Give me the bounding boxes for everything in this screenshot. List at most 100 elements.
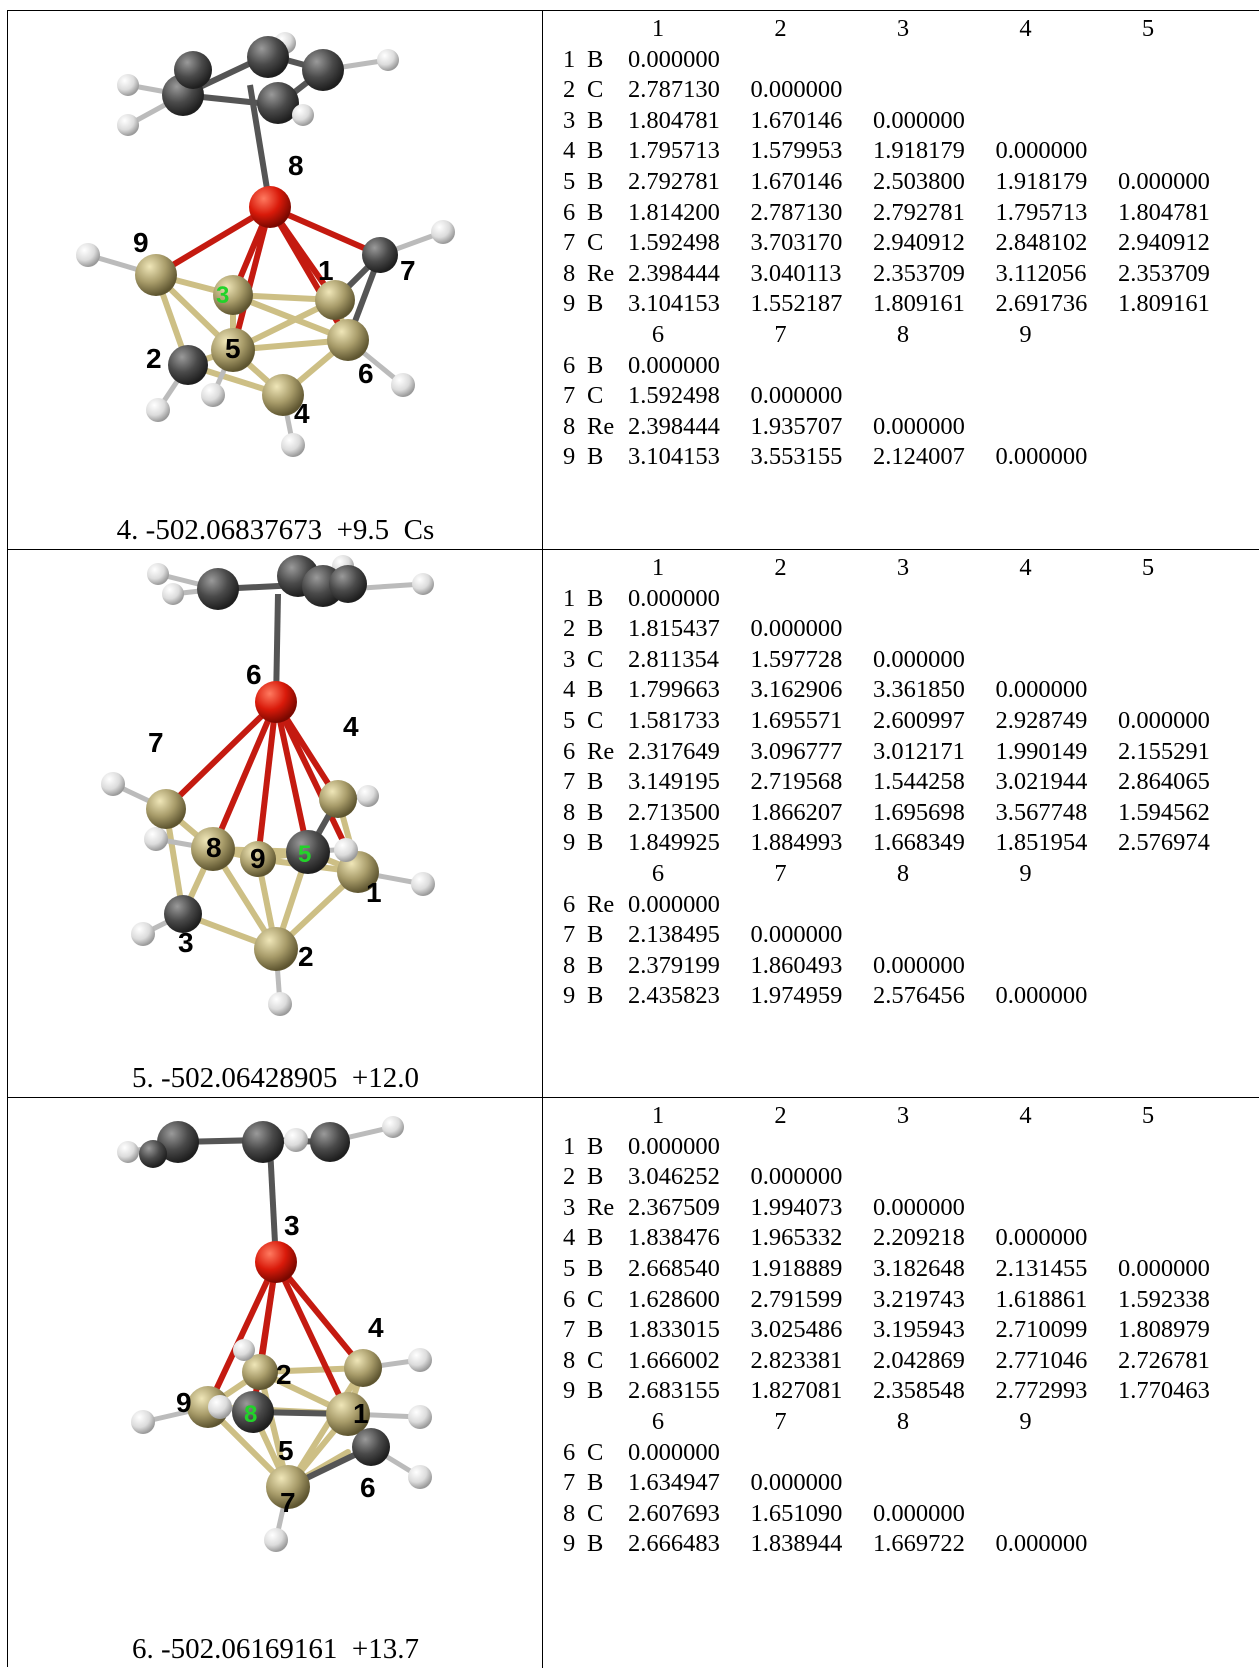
atom-label: 7 <box>400 255 416 286</box>
distance-value: 1.628600 <box>628 1285 720 1313</box>
atom-label: 5 <box>298 841 311 868</box>
distance-value: 3.112056 <box>995 259 1087 287</box>
structure-caption: 6. -502.06169161 +13.7 <box>131 1633 419 1665</box>
distance-value: 3.021944 <box>995 768 1088 796</box>
distance-value: 2.940912 <box>873 229 965 257</box>
atom-element: B <box>587 1254 604 1282</box>
atom-label: 2 <box>146 343 162 374</box>
atom-index: 8 <box>563 798 576 826</box>
distance-value: 0.000000 <box>1118 167 1210 195</box>
atom-index: 5 <box>563 1254 576 1282</box>
distance-value: 1.670146 <box>750 167 843 195</box>
distance-value: 1.799663 <box>628 676 720 704</box>
atom-label: 9 <box>176 1387 192 1418</box>
atom-element: B <box>587 1377 604 1405</box>
atom-label: 3 <box>284 1210 300 1241</box>
atom-label: 8 <box>206 832 222 863</box>
distance-value: 1.851954 <box>995 829 1088 857</box>
table-row-4: 8 9 1 7 3 5 2 6 4 4. -502.06837673 +9.5 … <box>8 11 1259 550</box>
distance-value: 3.553155 <box>750 443 843 471</box>
distance-value: 2.138495 <box>628 921 720 949</box>
atom-label: 8 <box>288 150 304 181</box>
distance-value: 2.353709 <box>873 259 965 287</box>
atom-element: B <box>587 351 604 379</box>
atom-index: 6 <box>563 1438 576 1466</box>
distance-value: 1.695571 <box>750 706 843 734</box>
atom-index: 2 <box>563 76 576 104</box>
distance-value: 0.000000 <box>873 1499 965 1527</box>
distance-value: 3.096777 <box>750 737 843 765</box>
atom-index: 9 <box>563 290 576 318</box>
atom-index: 1 <box>563 45 576 73</box>
atom-label: 3 <box>216 282 229 309</box>
atom-element: B <box>587 921 604 949</box>
structures-table: 8 9 1 7 3 5 2 6 4 4. -502.06837673 +9.5 … <box>7 10 1259 1668</box>
distance-value: 0.000000 <box>995 1224 1088 1252</box>
atom-element: B <box>587 1530 604 1558</box>
atom-index: 7 <box>563 768 576 796</box>
column-header: 5 <box>1141 1102 1155 1129</box>
column-header: 8 <box>896 1407 910 1435</box>
distance-value: 2.435823 <box>628 982 720 1010</box>
distance-value: 2.379199 <box>628 951 720 979</box>
structure-caption: 5. -502.06428905 +12.0 <box>131 1062 419 1094</box>
distance-value: 2.792781 <box>873 198 965 226</box>
molecule-image-6: 3 4 2 9 1 8 5 6 7 <box>117 1116 432 1552</box>
distance-value: 2.155291 <box>1118 737 1210 765</box>
distance-value: 1.651090 <box>750 1499 843 1527</box>
distance-value: 2.358548 <box>873 1377 965 1405</box>
column-header: 8 <box>896 859 910 887</box>
atom-label: 9 <box>133 227 149 258</box>
distance-value: 1.795713 <box>628 137 720 165</box>
atom-element: B <box>587 1224 604 1252</box>
atom-label: 2 <box>276 1359 292 1390</box>
distance-value: 1.838944 <box>750 1530 843 1558</box>
distance-value: 2.600997 <box>873 706 965 734</box>
distance-value: 2.503800 <box>873 167 965 195</box>
molecule-image-5: 6 7 4 8 5 9 1 3 2 <box>101 555 435 1016</box>
atom-index: 6 <box>563 1285 576 1313</box>
distance-value: 1.695698 <box>873 798 965 826</box>
distance-value: 2.719568 <box>750 768 843 796</box>
distance-value: 2.772993 <box>995 1377 1088 1405</box>
column-header: 2 <box>774 15 787 42</box>
distance-value: 0.000000 <box>873 951 965 979</box>
atom-element: B <box>587 106 604 134</box>
distance-value: 1.668349 <box>873 829 965 857</box>
distance-value: 1.666002 <box>628 1346 720 1374</box>
distance-value: 0.000000 <box>628 45 720 73</box>
distance-value: 3.162906 <box>750 676 843 704</box>
column-header: 7 <box>774 1407 787 1435</box>
atom-index: 3 <box>563 1193 576 1221</box>
distance-value: 1.634947 <box>628 1469 720 1497</box>
atom-label: 7 <box>148 727 164 758</box>
atom-element: C <box>587 1438 604 1466</box>
table-row-5: 6 7 4 8 5 9 1 3 2 5. -502.06428905 +12.0… <box>8 550 1259 1098</box>
distance-value: 1.592498 <box>628 229 720 257</box>
distance-value: 0.000000 <box>995 443 1088 471</box>
distance-value: 2.668540 <box>628 1254 720 1282</box>
distance-value: 1.809161 <box>1118 290 1210 318</box>
atom-index: 7 <box>563 1469 576 1497</box>
atom-index: 4 <box>563 137 576 165</box>
structure-cell: 8 9 1 7 3 5 2 6 4 4. -502.06837673 +9.5 … <box>8 11 543 549</box>
distance-value: 1.544258 <box>873 768 965 796</box>
distance-value: 1.804781 <box>628 106 720 134</box>
distance-value: 3.104153 <box>628 443 720 471</box>
distance-value: 0.000000 <box>995 137 1088 165</box>
distance-value: 2.726781 <box>1118 1346 1210 1374</box>
distance-value: 2.576974 <box>1118 829 1210 857</box>
distance-value: 1.990149 <box>995 737 1088 765</box>
atom-index: 5 <box>563 706 576 734</box>
atom-index: 1 <box>563 1132 576 1160</box>
distance-value: 1.804781 <box>1118 198 1210 226</box>
column-header: 3 <box>896 15 910 42</box>
column-header: 9 <box>1019 1407 1032 1435</box>
distance-value: 1.994073 <box>750 1193 843 1221</box>
distance-value: 3.195943 <box>873 1316 965 1344</box>
molecule-image-4: 8 9 1 7 3 5 2 6 4 <box>76 32 455 457</box>
distance-value: 2.710099 <box>995 1316 1088 1344</box>
